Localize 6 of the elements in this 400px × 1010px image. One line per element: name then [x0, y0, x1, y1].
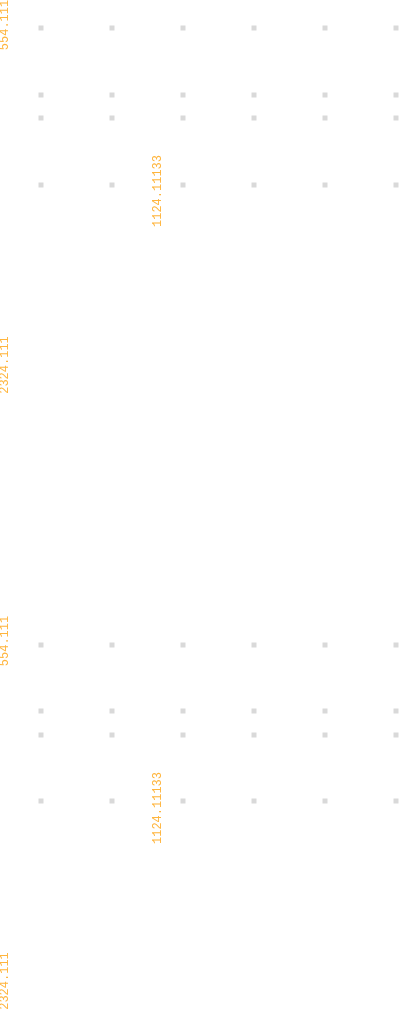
coordinate-label: 1124.11133	[152, 155, 164, 227]
coordinate-label: 554.111	[0, 615, 11, 667]
coordinate-label: 2324.111	[0, 952, 11, 1010]
coordinate-label: 1124.11133	[152, 772, 164, 844]
coordinate-label: 2324.111	[0, 336, 11, 394]
coordinate-label: 554.111	[0, 0, 11, 51]
